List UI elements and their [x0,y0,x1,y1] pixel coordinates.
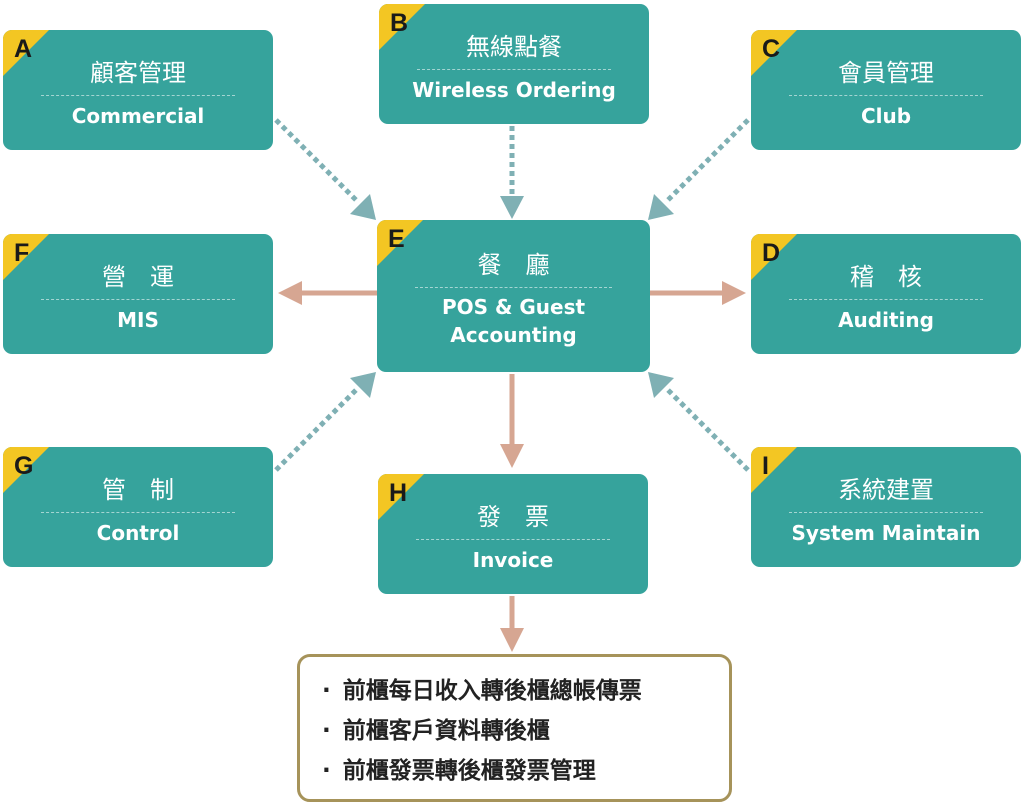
arrow-c-to-e [666,118,750,202]
dashed-divider [41,512,235,513]
module-title-zh: 無線點餐 [466,33,562,61]
module-title-en: Commercial [71,104,205,128]
module-title-en-line2: Accounting [450,323,577,347]
module-letter: G [14,452,34,480]
dashed-divider [41,95,235,96]
module-box-a-commercial: A 顧客管理 Commercial [3,30,273,150]
module-letter: E [388,225,405,253]
module-title-en: Control [96,521,180,545]
module-title-en: Club [860,104,912,128]
module-letter: B [390,9,409,37]
dashed-divider [417,69,611,70]
arrow-i-to-e [666,388,750,472]
note-item: 前櫃發票轉後櫃發票管理 [322,751,729,791]
module-box-h-invoice: H 發 票 Invoice [378,474,648,594]
corner-tag [3,447,49,493]
arrow-a-to-e [274,118,358,202]
module-title-zh: 營 運 [102,263,174,291]
arrowhead-notes [500,628,524,652]
dashed-divider [415,287,612,288]
note-item: 前櫃每日收入轉後櫃總帳傳票 [322,671,729,711]
dashed-divider [789,299,983,300]
arrowhead-d [722,281,746,305]
module-letter: D [762,239,781,267]
corner-tag [3,30,49,76]
module-box-f-mis: F 營 運 MIS [3,234,273,354]
module-title-zh: 會員管理 [838,59,934,87]
module-box-c-club: C 會員管理 Club [751,30,1021,150]
module-title-en: Invoice [472,548,554,572]
dashed-divider [41,299,235,300]
module-title-zh: 發 票 [477,503,549,531]
arrowhead-a [350,194,376,220]
corner-tag [3,234,49,280]
module-letter: I [762,452,769,480]
module-title-zh: 顧客管理 [90,59,186,87]
module-box-i-system-maintain: I 系統建置 System Maintain [751,447,1021,567]
arrowhead-c [648,194,674,220]
corner-tag [751,447,797,493]
module-letter: F [14,239,30,267]
arrow-g-to-e [274,388,358,472]
corner-tag [751,234,797,280]
module-box-e-pos-guest-accounting: E 餐 廳 POS & Guest Accounting [377,220,650,372]
corner-tag [379,4,425,50]
corner-tag [378,474,424,520]
module-title-en: Wireless Ordering [412,78,616,102]
corner-tag [751,30,797,76]
module-title-en: MIS [117,308,159,332]
arrowhead-i [648,372,674,398]
module-letter: H [389,479,408,507]
dashed-divider [789,95,983,96]
arrowhead-h [500,444,524,468]
module-title-en: System Maintain [791,521,981,545]
arrowhead-g [350,372,376,398]
arrowhead-f [278,281,302,305]
module-title-zh: 餐 廳 [477,251,550,279]
note-item: 前櫃客戶資料轉後櫃 [322,711,729,751]
module-box-g-control: G 管 制 Control [3,447,273,567]
module-title-zh: 系統建置 [838,476,934,504]
transfer-notes-box: 前櫃每日收入轉後櫃總帳傳票 前櫃客戶資料轉後櫃 前櫃發票轉後櫃發票管理 [297,654,732,802]
module-title-en-line1: POS & Guest [441,295,586,319]
module-box-b-wireless-ordering: B 無線點餐 Wireless Ordering [379,4,649,124]
module-letter: C [762,35,781,63]
module-box-d-auditing: D 稽 核 Auditing [751,234,1021,354]
module-title-en: POS & Guest Accounting [377,293,650,349]
module-title-zh: 稽 核 [850,263,922,291]
dashed-divider [789,512,983,513]
module-letter: A [14,35,33,63]
module-title-zh: 管 制 [102,476,174,504]
dashed-divider [416,539,610,540]
module-title-en: Auditing [838,308,934,332]
corner-tag [377,220,423,266]
arrowhead-b [500,196,524,219]
